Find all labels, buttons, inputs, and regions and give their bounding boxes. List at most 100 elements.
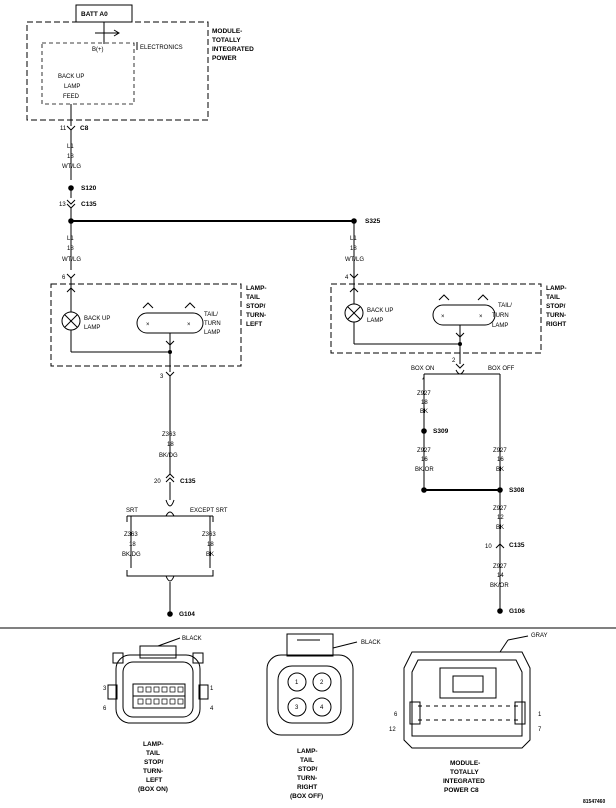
z927b-2: 16 [421, 457, 428, 463]
z363ex-1: Z363 [202, 532, 216, 538]
conn-left-label-3: STOP/ [144, 759, 164, 766]
left-pin-3: 3 [160, 374, 164, 380]
conn-right-label-4: POWER C8 [444, 787, 479, 794]
left-label-2: TAIL [246, 294, 260, 301]
conn-left-label-1: LAMP- [143, 741, 164, 748]
right-lamp-box [330, 283, 542, 354]
g106-label: G106 [509, 608, 525, 615]
conn-mid-label-4: TURN- [297, 775, 317, 782]
filament-x1: × [146, 322, 150, 328]
z927c-1: Z927 [493, 448, 507, 454]
module-label-3: INTEGRATED [212, 46, 254, 53]
module-label-4: POWER [212, 55, 237, 62]
wire-l1-3: WT/LG [62, 164, 81, 170]
c135-label-top: C135 [81, 201, 97, 208]
wire-l1r-1: L1 [350, 236, 357, 242]
z927e-3: BK/OR [490, 583, 509, 589]
z363srt-3: BK/DG [122, 552, 141, 558]
connector-mid-drawing [266, 633, 354, 736]
z927c-3: BK [496, 467, 504, 473]
module-label-1: MODULE- [212, 28, 242, 35]
backup-feed-line2: LAMP [64, 84, 80, 90]
conn-right-pin12: 12 [389, 727, 396, 733]
z927d-1: Z927 [493, 506, 507, 512]
left-label-5: LEFT [246, 321, 262, 328]
right-backup-2: LAMP [367, 318, 383, 324]
backup-feed-line3: FEED [63, 94, 80, 100]
c135-label-right: C135 [509, 542, 525, 549]
z363srt-2: 18 [129, 542, 136, 548]
c8-label: C8 [80, 125, 89, 132]
electronics-box [41, 42, 135, 105]
batt-a0-label: BATT A0 [81, 11, 108, 18]
wire-l1r-2: 18 [350, 246, 357, 252]
left-label-3: STOP/ [246, 303, 266, 310]
right-tail-1: TAIL/ [498, 303, 512, 309]
c135-label-mid: C135 [180, 478, 196, 485]
box-off-label: BOX OFF [488, 366, 515, 372]
conn-mid-label-6: (BOX OFF) [290, 793, 323, 800]
left-tail-3: LAMP [204, 330, 220, 336]
tail-turn-lamp-right-icon [432, 304, 496, 326]
z927d-2: 12 [497, 515, 504, 521]
left-pin-6: 6 [62, 275, 66, 281]
c8-pin: 11 [60, 126, 67, 132]
z363srt-1: Z363 [124, 532, 138, 538]
z363-1: Z363 [162, 432, 176, 438]
right-tail-2: TURN [492, 313, 509, 319]
conn-mid-label-1: LAMP- [297, 748, 318, 755]
z363-2: 18 [167, 442, 174, 448]
right-pin-4: 4 [345, 275, 349, 281]
conn-mid-pin4: 4 [320, 705, 324, 711]
left-tail-1: TAIL/ [204, 312, 218, 318]
conn-mid-label-5: RIGHT [297, 784, 317, 791]
wire-l1b-1: L1 [67, 236, 74, 242]
box-on-label: BOX ON [411, 366, 434, 372]
conn-left-label-5: LEFT [146, 777, 162, 784]
conn-left-label-2: TAIL [146, 750, 160, 757]
left-lamp-node [168, 350, 172, 354]
wire-l1-2: 18 [67, 154, 74, 160]
z927d-3: BK [496, 525, 504, 531]
connector-left-drawing [107, 645, 209, 724]
c135-pin-13: 13 [59, 202, 66, 208]
figure-id: 81547460 [583, 799, 605, 805]
conn-right-label-1: MODULE- [450, 760, 480, 767]
s120-label: S120 [81, 185, 97, 192]
wire-l1b-2: 18 [67, 246, 74, 252]
c135-pin-10: 10 [485, 544, 492, 550]
conn-left-pin3: 3 [103, 686, 107, 692]
left-label-4: TURN- [246, 312, 266, 319]
z927e-2: 14 [497, 573, 504, 579]
conn-mid-pin2: 2 [320, 680, 324, 686]
filament-x2: × [187, 322, 191, 328]
conn-left-color: BLACK [182, 636, 202, 642]
b-plus-label: B(+) [92, 47, 104, 53]
conn-mid-pin3: 3 [295, 705, 299, 711]
left-lamp-box [50, 283, 242, 367]
right-label-3: STOP/ [546, 303, 566, 310]
left-backup-2: LAMP [84, 325, 100, 331]
g106-ground [497, 608, 503, 614]
module-label-2: TOTALLY [212, 37, 241, 44]
s308-label: S308 [509, 487, 525, 494]
conn-right-color: GRAY [531, 633, 548, 639]
c135-pin-20: 20 [154, 479, 161, 485]
right-label-1: LAMP- [546, 285, 567, 292]
right-backup-1: BACK UP [367, 308, 393, 314]
conn-right-label-3: INTEGRATED [443, 778, 485, 785]
s309-splice [421, 428, 427, 434]
right-tail-3: LAMP [492, 323, 508, 329]
conn-left-label-4: TURN- [143, 768, 163, 775]
conn-mid-pin1: 1 [295, 680, 299, 686]
s325-label: S325 [365, 218, 381, 225]
srt-label: SRT [126, 508, 138, 514]
conn-right-pin1: 1 [538, 712, 542, 718]
z363ex-2: 18 [207, 542, 214, 548]
conn-left-pin4: 4 [210, 706, 214, 712]
z363ex-3: BK [206, 552, 214, 558]
right-lamp-node [458, 342, 462, 346]
z927a-2: 18 [421, 400, 428, 406]
z927a-1: Z927 [417, 391, 431, 397]
